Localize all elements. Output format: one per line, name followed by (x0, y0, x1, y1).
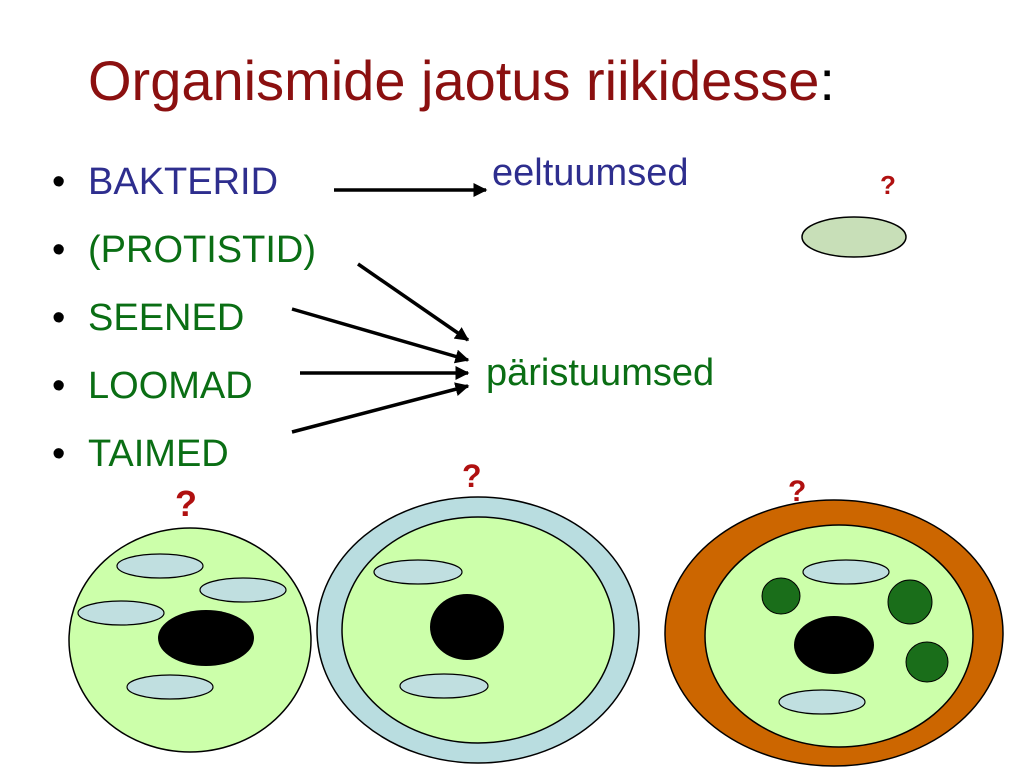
bullet-marker: • (52, 229, 66, 271)
slide-title: Organismide jaotus riikidesse: (88, 48, 835, 113)
cell-right-vacuole (802, 559, 890, 585)
arrow-seened (291, 307, 470, 364)
cell-left-vacuole (199, 577, 287, 603)
bullet-item-protistid: • (PROTISTID) (52, 216, 316, 284)
cell-right-nucleus (794, 616, 874, 674)
bullet-item-taimed: • TAIMED (52, 420, 316, 488)
question-mark-small-cell: ? (880, 170, 896, 200)
cell-left-vacuole (77, 600, 165, 626)
question-mark-cell-middle: ? (462, 458, 482, 494)
cell-middle-vacuole (373, 559, 463, 585)
bullet-label-loomad: LOOMAD (88, 365, 253, 407)
slide-title-colon: : (819, 49, 835, 112)
cell-left-nucleus (158, 610, 254, 666)
bacterium-cell (801, 216, 907, 258)
bullet-label-protistid: (PROTISTID) (88, 229, 316, 271)
bullet-label-taimed: TAIMED (88, 433, 229, 475)
cell-left (68, 527, 312, 753)
cell-right-chloroplast (887, 579, 933, 625)
bullet-item-bakterid: • BAKTERID (52, 148, 316, 216)
group-label-eukaryotes: päristuumsed (486, 352, 715, 394)
bullet-item-loomad: • LOOMAD (52, 352, 316, 420)
bullet-marker: • (52, 365, 66, 407)
question-mark-cell-right: ? (788, 475, 807, 508)
slide-title-text: Organismide jaotus riikidesse (88, 49, 820, 112)
kingdom-list: • BAKTERID • (PROTISTID) • SEENED • LOOMAD •… (52, 148, 316, 488)
bullet-item-seened: • SEENED (52, 284, 316, 352)
cell-middle-nucleus (430, 594, 504, 660)
bullet-marker: • (52, 161, 66, 203)
bullet-marker: • (52, 297, 66, 339)
arrow-taimed (291, 382, 470, 434)
bullet-label-seened: SEENED (88, 297, 245, 339)
arrow-protistid (357, 262, 470, 342)
bullet-label-bakterid: BAKTERID (88, 161, 279, 203)
cell-middle (316, 496, 640, 764)
cell-right-chloroplast (905, 641, 949, 683)
cell-left-vacuole (126, 674, 214, 700)
cell-right-vacuole (778, 689, 866, 715)
cell-middle-vacuole (399, 673, 489, 699)
cell-left-vacuole (116, 553, 204, 579)
question-mark-cell-left: ? (175, 483, 197, 524)
bullet-marker: • (52, 433, 66, 475)
cell-right (664, 499, 1004, 767)
group-label-prokaryotes: eeltuumsed (492, 152, 689, 194)
cell-right-chloroplast (761, 577, 801, 615)
